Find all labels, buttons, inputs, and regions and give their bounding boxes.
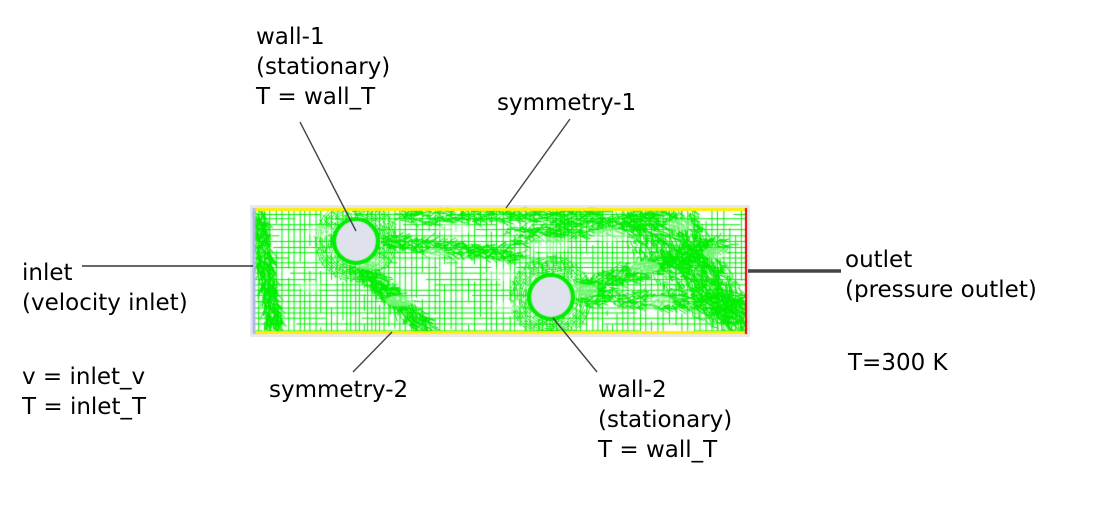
label-line: v = inlet_v xyxy=(22,364,146,390)
symmetry-2-leader xyxy=(352,331,393,373)
label-line: wall-2 xyxy=(598,377,667,403)
label-outlet-temperature: T=300 K xyxy=(848,348,948,378)
label-line: T = wall_T xyxy=(598,437,718,463)
label-inlet-conditions: v = inlet_v T = inlet_T xyxy=(22,362,146,422)
label-line: (stationary) xyxy=(598,407,733,433)
label-line: (pressure outlet) xyxy=(845,277,1037,303)
label-wall-2: wall-2 (stationary) T = wall_T xyxy=(598,375,732,465)
label-line: symmetry-1 xyxy=(497,90,637,116)
label-wall-1: wall-1 (stationary) T = wall_T xyxy=(256,22,390,112)
label-line: outlet xyxy=(845,247,913,273)
label-line: wall-1 xyxy=(256,24,325,50)
computational-mesh xyxy=(250,205,750,337)
label-symmetry-1: symmetry-1 xyxy=(497,88,636,118)
symmetry-1-leader xyxy=(505,118,571,209)
label-line: (stationary) xyxy=(256,54,391,80)
label-inlet: inlet (velocity inlet) xyxy=(22,258,188,318)
label-line: (velocity inlet) xyxy=(22,290,188,316)
label-line: symmetry-2 xyxy=(269,377,409,403)
label-line: T=300 K xyxy=(848,350,948,376)
label-line: T = inlet_T xyxy=(22,394,147,420)
label-line: T = wall_T xyxy=(256,84,376,110)
label-line: inlet xyxy=(22,260,73,286)
label-symmetry-2: symmetry-2 xyxy=(269,375,408,405)
label-outlet: outlet (pressure outlet) xyxy=(845,245,1037,305)
